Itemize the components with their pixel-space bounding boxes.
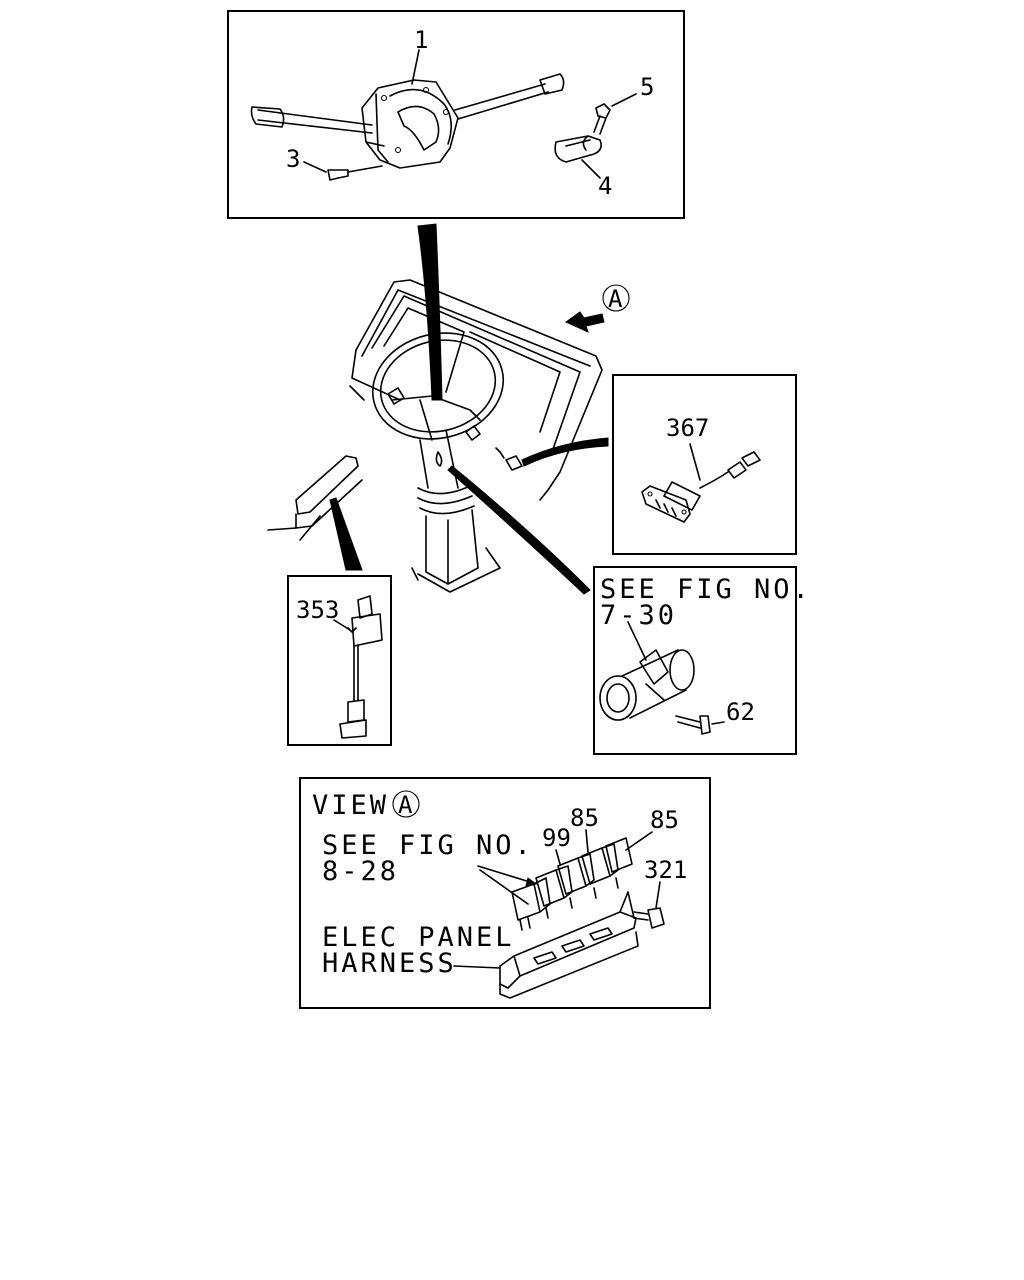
harness-label-line2: HARNESS: [322, 948, 457, 979]
view-a-panel: VIEW A SEE FIG NO. 8-28 ELEC PANEL HARNE…: [299, 777, 711, 1009]
dashboard-illustration: A: [267, 223, 630, 595]
callout-85-right: 85: [650, 806, 679, 834]
callout-5: 5: [640, 73, 654, 101]
view-marker-a: A: [608, 285, 623, 313]
switch-353-panel: 353: [287, 575, 392, 746]
callout-321: 321: [644, 856, 687, 884]
callout-367: 367: [666, 414, 709, 442]
view-title: VIEW: [312, 790, 389, 821]
relay-see-fig-line1: SEE FIG NO.: [322, 830, 534, 861]
harness-label-line1: ELEC PANEL: [322, 922, 515, 953]
switch-367-panel: 367: [612, 374, 797, 555]
combination-switch-panel: 1 3 5 4: [227, 10, 685, 219]
callout-3: 3: [286, 145, 300, 173]
callout-85-left: 85: [570, 804, 599, 832]
ignition-see-fig-line2: 7-30: [600, 600, 677, 631]
ignition-panel: SEE FIG NO. 7-30 62: [593, 566, 812, 755]
relay-see-fig-line2: 8-28: [322, 856, 399, 887]
view-title-marker: A: [398, 791, 413, 819]
callout-353: 353: [296, 596, 339, 624]
callout-1: 1: [414, 26, 428, 54]
ignition-see-fig-line1: SEE FIG NO.: [600, 574, 812, 605]
callout-99: 99: [542, 824, 571, 852]
relay-row: [511, 837, 633, 931]
callout-4: 4: [598, 172, 612, 200]
callout-62: 62: [726, 698, 755, 726]
